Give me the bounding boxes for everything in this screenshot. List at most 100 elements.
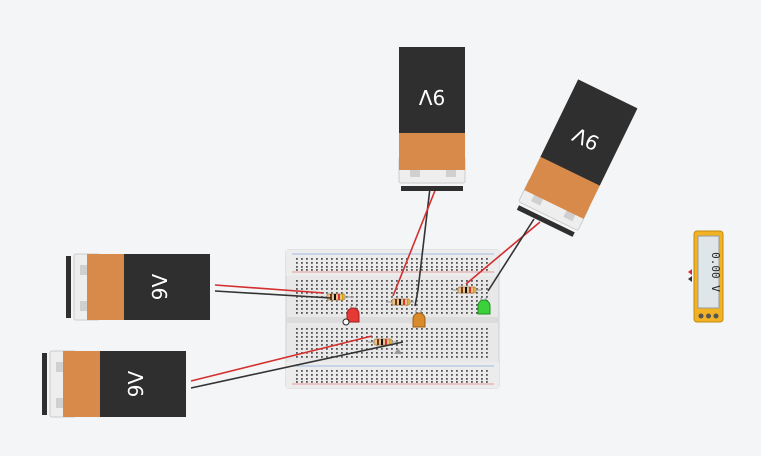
breadboard-hole[interactable] <box>361 328 363 330</box>
breadboard-hole[interactable] <box>476 374 478 376</box>
breadboard-hole[interactable] <box>376 308 378 310</box>
breadboard-hole[interactable] <box>401 280 403 282</box>
breadboard-hole[interactable] <box>441 378 443 380</box>
breadboard-hole[interactable] <box>311 262 313 264</box>
breadboard-hole[interactable] <box>461 381 463 383</box>
breadboard-hole[interactable] <box>341 284 343 286</box>
breadboard-hole[interactable] <box>451 332 453 334</box>
breadboard-hole[interactable] <box>361 258 363 260</box>
breadboard-hole[interactable] <box>296 340 298 342</box>
breadboard-hole[interactable] <box>441 280 443 282</box>
breadboard-hole[interactable] <box>341 308 343 310</box>
breadboard-hole[interactable] <box>431 374 433 376</box>
breadboard-hole[interactable] <box>376 328 378 330</box>
breadboard-hole[interactable] <box>436 381 438 383</box>
breadboard-hole[interactable] <box>391 280 393 282</box>
breadboard-hole[interactable] <box>411 266 413 268</box>
breadboard-hole[interactable] <box>396 269 398 271</box>
breadboard-hole[interactable] <box>461 304 463 306</box>
breadboard-hole[interactable] <box>431 304 433 306</box>
breadboard-hole[interactable] <box>331 280 333 282</box>
breadboard-hole[interactable] <box>436 304 438 306</box>
breadboard-hole[interactable] <box>311 344 313 346</box>
breadboard-hole[interactable] <box>321 328 323 330</box>
breadboard-hole[interactable] <box>366 269 368 271</box>
breadboard-hole[interactable] <box>336 336 338 338</box>
breadboard-hole[interactable] <box>446 336 448 338</box>
breadboard-hole[interactable] <box>341 356 343 358</box>
breadboard-hole[interactable] <box>451 336 453 338</box>
breadboard-hole[interactable] <box>431 381 433 383</box>
breadboard-hole[interactable] <box>431 370 433 372</box>
breadboard-hole[interactable] <box>391 312 393 314</box>
breadboard-hole[interactable] <box>326 356 328 358</box>
breadboard-hole[interactable] <box>306 381 308 383</box>
breadboard-hole[interactable] <box>416 370 418 372</box>
breadboard-hole[interactable] <box>331 284 333 286</box>
breadboard-hole[interactable] <box>296 300 298 302</box>
breadboard-hole[interactable] <box>461 378 463 380</box>
breadboard-hole[interactable] <box>296 370 298 372</box>
breadboard-hole[interactable] <box>331 258 333 260</box>
breadboard-hole[interactable] <box>351 292 353 294</box>
breadboard-hole[interactable] <box>356 292 358 294</box>
breadboard-hole[interactable] <box>416 308 418 310</box>
breadboard-hole[interactable] <box>366 266 368 268</box>
breadboard-hole[interactable] <box>361 304 363 306</box>
breadboard-hole[interactable] <box>441 340 443 342</box>
breadboard-hole[interactable] <box>461 356 463 358</box>
breadboard-hole[interactable] <box>351 262 353 264</box>
breadboard-hole[interactable] <box>421 374 423 376</box>
breadboard-hole[interactable] <box>381 266 383 268</box>
breadboard-hole[interactable] <box>361 378 363 380</box>
breadboard-hole[interactable] <box>471 336 473 338</box>
breadboard-hole[interactable] <box>436 269 438 271</box>
breadboard-hole[interactable] <box>381 269 383 271</box>
breadboard-hole[interactable] <box>336 280 338 282</box>
breadboard-hole[interactable] <box>461 280 463 282</box>
breadboard-hole[interactable] <box>411 312 413 314</box>
breadboard-hole[interactable] <box>416 340 418 342</box>
breadboard-hole[interactable] <box>301 340 303 342</box>
breadboard-hole[interactable] <box>356 352 358 354</box>
breadboard-hole[interactable] <box>426 258 428 260</box>
breadboard-hole[interactable] <box>331 266 333 268</box>
breadboard-hole[interactable] <box>326 381 328 383</box>
breadboard-hole[interactable] <box>451 262 453 264</box>
breadboard-hole[interactable] <box>451 280 453 282</box>
breadboard-hole[interactable] <box>461 308 463 310</box>
breadboard-hole[interactable] <box>366 258 368 260</box>
breadboard-hole[interactable] <box>316 284 318 286</box>
breadboard-hole[interactable] <box>306 300 308 302</box>
breadboard-hole[interactable] <box>396 258 398 260</box>
breadboard-hole[interactable] <box>376 288 378 290</box>
breadboard-hole[interactable] <box>456 269 458 271</box>
breadboard-hole[interactable] <box>401 352 403 354</box>
breadboard-hole[interactable] <box>381 312 383 314</box>
breadboard-hole[interactable] <box>471 280 473 282</box>
breadboard-hole[interactable] <box>361 284 363 286</box>
breadboard-hole[interactable] <box>321 280 323 282</box>
breadboard-hole[interactable] <box>416 258 418 260</box>
breadboard-hole[interactable] <box>416 280 418 282</box>
breadboard-hole[interactable] <box>386 284 388 286</box>
breadboard-hole[interactable] <box>336 378 338 380</box>
breadboard-hole[interactable] <box>306 370 308 372</box>
breadboard-hole[interactable] <box>336 288 338 290</box>
breadboard-hole[interactable] <box>356 296 358 298</box>
breadboard-hole[interactable] <box>471 374 473 376</box>
breadboard-hole[interactable] <box>446 344 448 346</box>
breadboard-hole[interactable] <box>391 296 393 298</box>
breadboard-hole[interactable] <box>311 378 313 380</box>
breadboard-hole[interactable] <box>416 332 418 334</box>
meter-probe-red-icon[interactable] <box>688 269 692 275</box>
breadboard-hole[interactable] <box>366 356 368 358</box>
breadboard-hole[interactable] <box>326 328 328 330</box>
breadboard-hole[interactable] <box>431 280 433 282</box>
breadboard-hole[interactable] <box>351 378 353 380</box>
breadboard-hole[interactable] <box>351 381 353 383</box>
breadboard-hole[interactable] <box>476 284 478 286</box>
breadboard-hole[interactable] <box>486 280 488 282</box>
breadboard-hole[interactable] <box>301 288 303 290</box>
breadboard-hole[interactable] <box>466 262 468 264</box>
